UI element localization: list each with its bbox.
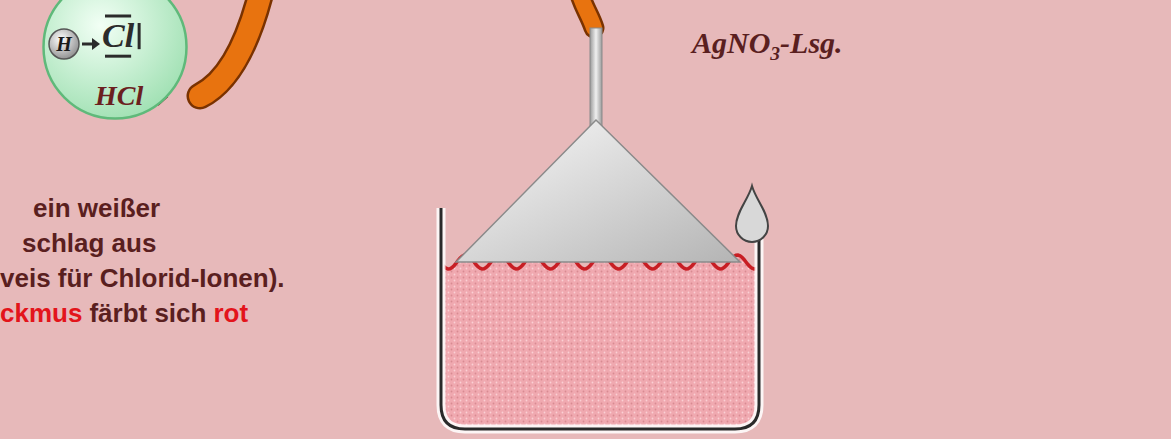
atom-outline [44,0,187,119]
indicator-text: rot [213,298,248,329]
observation-text: veis für Chlorid-Ionen). [0,263,285,294]
indicator-text: ckmus [0,298,82,329]
observation-text: ein weißer [33,193,160,224]
bond-arrowhead [92,38,100,50]
hydrogen-atom-circle: H [48,28,80,60]
observation-text: färbt sich [89,298,206,329]
funnel-stem [590,28,602,128]
element-symbol: Cl [102,14,134,58]
beaker-glow [441,208,759,429]
silver-chloride-suspension [440,255,760,430]
gas-tube-end [578,0,594,28]
gas-tube [200,0,262,96]
reagent-drop [736,186,768,242]
funnel [456,120,740,262]
reagent-label: AgNO3-Lsg. [692,26,843,65]
gas-label: HCl [95,80,143,112]
atom-outline [49,29,79,59]
beaker [441,208,759,429]
observation-text: schlag aus [22,228,156,259]
element-symbol: H [56,31,72,57]
